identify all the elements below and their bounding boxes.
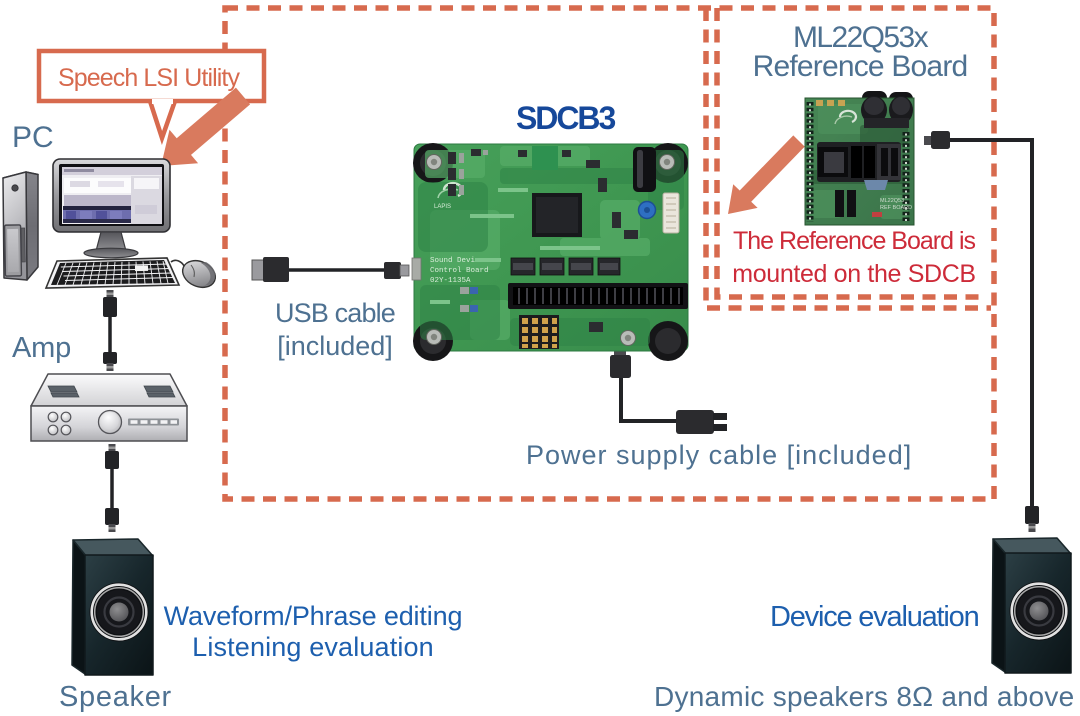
svg-text:LAPIS: LAPIS	[434, 204, 451, 210]
svg-text:Sound Device: Sound Device	[430, 257, 484, 265]
svg-text:ML22Q53: ML22Q53	[880, 198, 904, 204]
svg-text:REF BOARD: REF BOARD	[880, 205, 912, 211]
svg-text:02Y-1135A: 02Y-1135A	[430, 277, 471, 285]
svg-text:Control Board: Control Board	[430, 267, 489, 275]
